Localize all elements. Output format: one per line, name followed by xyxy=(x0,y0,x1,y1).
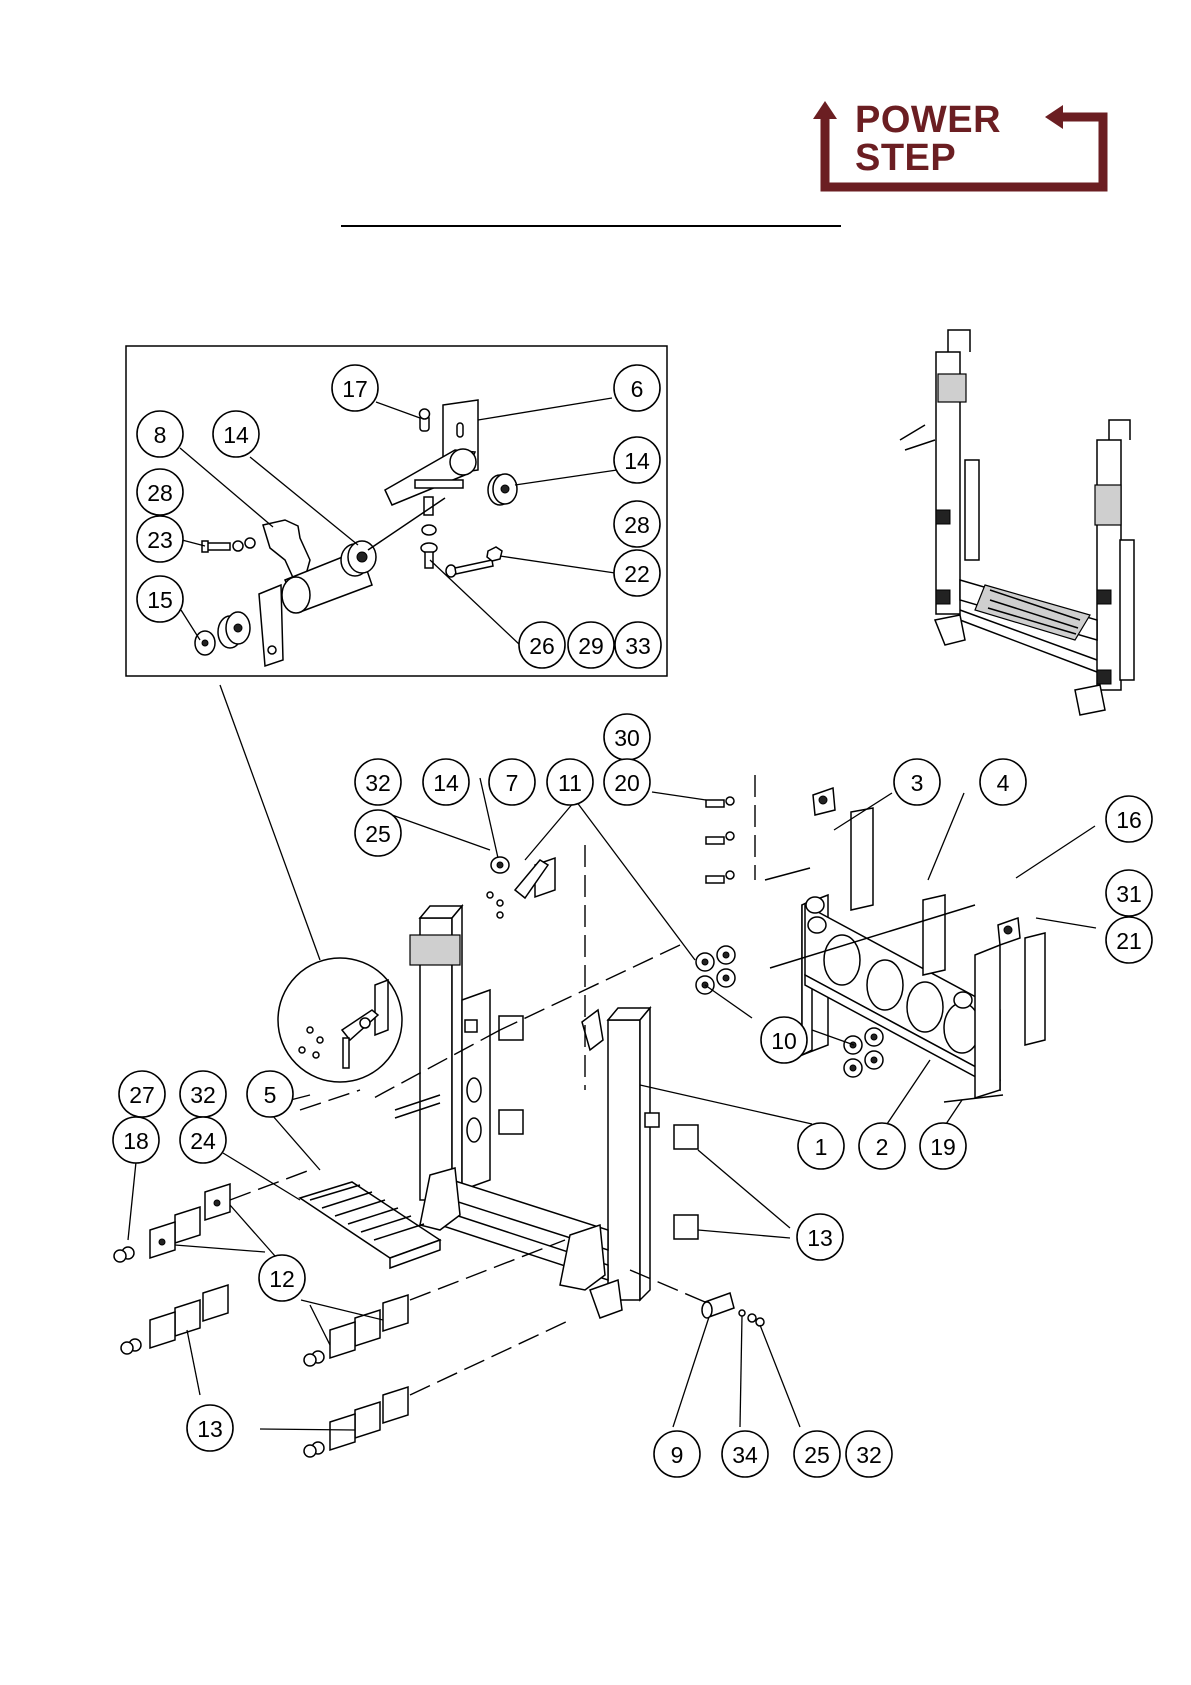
callout-label: 33 xyxy=(625,633,651,659)
callout-label: 28 xyxy=(624,512,650,538)
callout-label: 11 xyxy=(558,770,582,796)
callout-6: 6 xyxy=(614,365,660,411)
callout-label: 19 xyxy=(930,1134,956,1160)
callout-label: 7 xyxy=(506,770,519,796)
callout-25: 25 xyxy=(355,810,401,856)
detail-magnifier xyxy=(278,958,402,1082)
callout-14: 14 xyxy=(213,411,259,457)
callout-34: 34 xyxy=(722,1431,768,1477)
callout-31: 31 xyxy=(1106,870,1152,916)
callout-label: 30 xyxy=(614,725,640,751)
callout-label: 17 xyxy=(342,376,368,402)
callout-16: 16 xyxy=(1106,796,1152,842)
callout-1: 1 xyxy=(798,1123,844,1169)
callout-28: 28 xyxy=(137,469,183,515)
callout-label: 8 xyxy=(154,422,167,448)
step-tread xyxy=(300,1182,440,1268)
callout-label: 21 xyxy=(1116,928,1142,954)
callout-12: 12 xyxy=(259,1255,305,1301)
callout-8: 8 xyxy=(137,411,183,457)
bolts-20 xyxy=(706,797,734,883)
callout-label: 29 xyxy=(578,633,604,659)
callout-32: 32 xyxy=(846,1431,892,1477)
callout-27: 27 xyxy=(119,1071,165,1117)
callout-label: 31 xyxy=(1116,881,1142,907)
callout-label: 20 xyxy=(614,770,640,796)
callout-22: 22 xyxy=(614,550,660,596)
callout-9: 9 xyxy=(654,1431,700,1477)
callout-label: 32 xyxy=(190,1082,216,1108)
callout-label: 27 xyxy=(129,1082,155,1108)
pin-9 xyxy=(702,1293,764,1326)
callout-18: 18 xyxy=(113,1117,159,1163)
callout-label: 12 xyxy=(269,1266,295,1292)
callout-14: 14 xyxy=(423,759,469,805)
plate-13d xyxy=(674,1215,698,1239)
callout-14: 14 xyxy=(614,437,660,483)
callout-32: 32 xyxy=(355,759,401,805)
callout-32: 32 xyxy=(180,1071,226,1117)
callout-33: 33 xyxy=(615,622,661,668)
callout-label: 18 xyxy=(123,1128,149,1154)
callout-label: 13 xyxy=(197,1416,223,1442)
callout-19: 19 xyxy=(920,1123,966,1169)
callout-label: 22 xyxy=(624,561,650,587)
callout-label: 4 xyxy=(997,770,1010,796)
main-frame xyxy=(395,906,659,1318)
callout-28: 28 xyxy=(614,501,660,547)
callout-label: 24 xyxy=(190,1128,216,1154)
callout-13: 13 xyxy=(187,1405,233,1451)
callout-label: 14 xyxy=(433,770,459,796)
callout-label: 9 xyxy=(671,1442,684,1468)
callout-4: 4 xyxy=(980,759,1026,805)
callout-label: 10 xyxy=(771,1028,797,1054)
callout-11: 11 xyxy=(547,759,593,805)
callout-label: 3 xyxy=(911,770,924,796)
callout-label: 16 xyxy=(1116,807,1142,833)
callout-label: 23 xyxy=(147,527,173,553)
callout-label: 26 xyxy=(529,633,555,659)
callout-label: 32 xyxy=(365,770,391,796)
callout-20: 20 xyxy=(604,759,650,805)
callout-23: 23 xyxy=(137,516,183,562)
callout-label: 25 xyxy=(365,821,391,847)
callout-30: 30 xyxy=(604,714,650,760)
plate-13c xyxy=(674,1125,698,1149)
plate-assembly xyxy=(765,788,1045,1102)
bracket-7 xyxy=(487,857,555,918)
plate-13b xyxy=(499,1110,523,1134)
callout-label: 13 xyxy=(807,1225,833,1251)
callout-24: 24 xyxy=(180,1117,226,1163)
callout-15: 15 xyxy=(137,576,183,622)
callout-label: 2 xyxy=(876,1134,889,1160)
callout-13: 13 xyxy=(797,1214,843,1260)
assembled-view xyxy=(900,330,1134,715)
callout-21: 21 xyxy=(1106,917,1152,963)
callout-29: 29 xyxy=(568,622,614,668)
callout-label: 6 xyxy=(631,376,644,402)
callout-2: 2 xyxy=(859,1123,905,1169)
callout-label: 25 xyxy=(804,1442,830,1468)
callout-25: 25 xyxy=(794,1431,840,1477)
callout-10: 10 xyxy=(761,1017,807,1063)
callout-label: 28 xyxy=(147,480,173,506)
callout-17: 17 xyxy=(332,365,378,411)
callout-label: 34 xyxy=(732,1442,758,1468)
callout-label: 15 xyxy=(147,587,173,613)
callout-label: 32 xyxy=(856,1442,882,1468)
callout-label: 5 xyxy=(264,1082,277,1108)
callout-label: 1 xyxy=(815,1134,828,1160)
callout-5: 5 xyxy=(247,1071,293,1117)
callout-7: 7 xyxy=(489,759,535,805)
callout-label: 14 xyxy=(223,422,249,448)
callout-26: 26 xyxy=(519,622,565,668)
callout-3: 3 xyxy=(894,759,940,805)
callout-label: 14 xyxy=(624,448,650,474)
